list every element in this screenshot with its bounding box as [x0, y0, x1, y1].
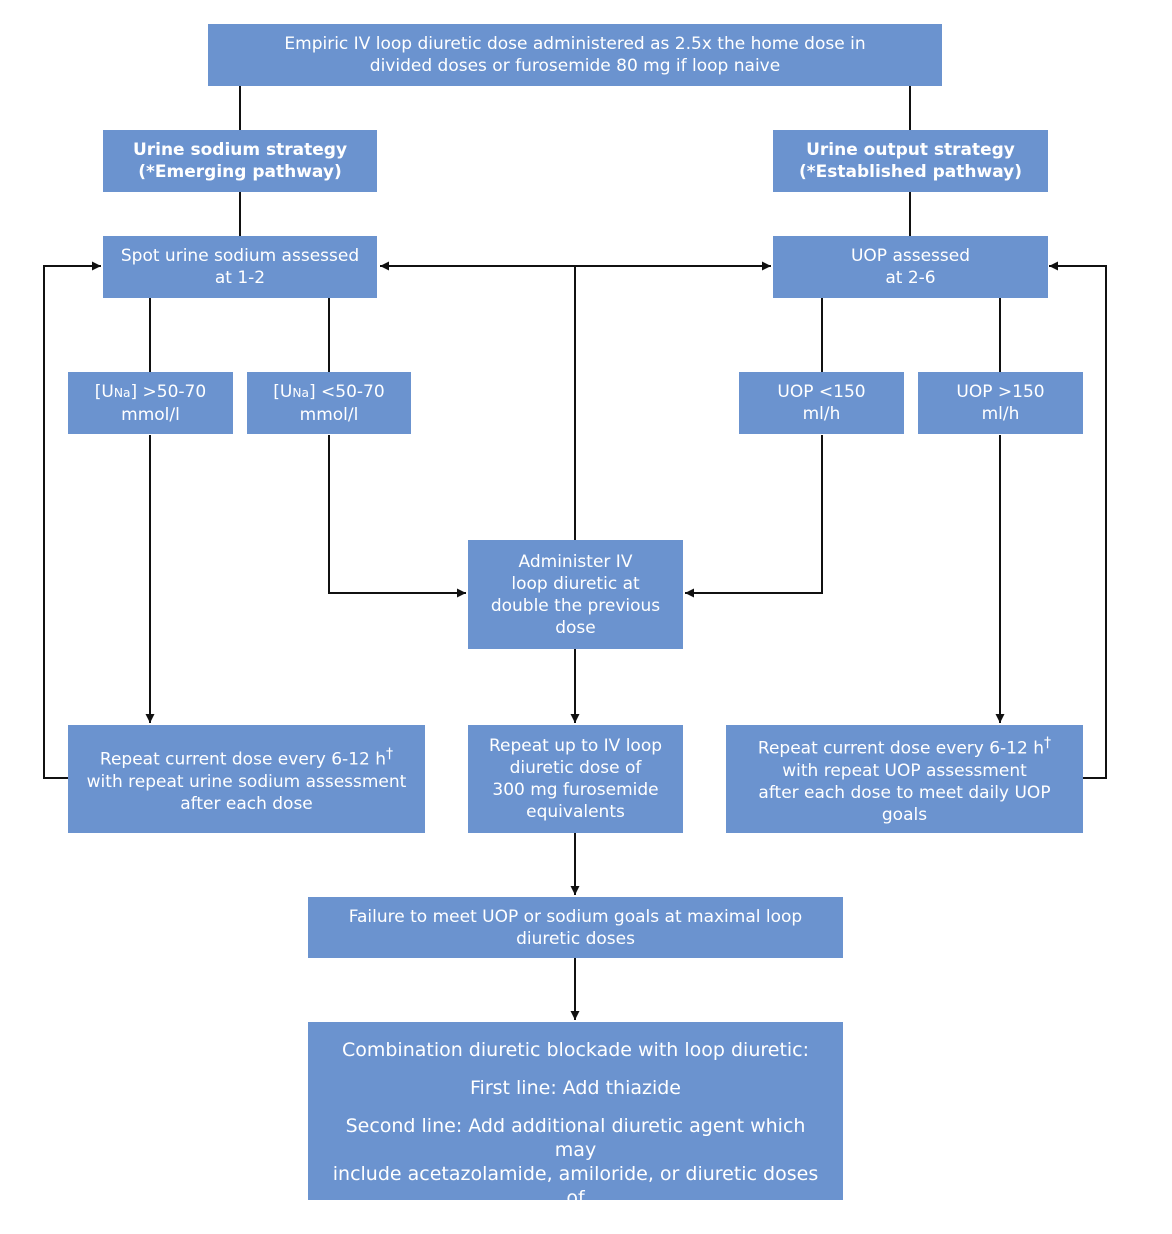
connector-layer	[43, 86, 1107, 1020]
uop-low-box: UOP <150 ml/h	[739, 372, 904, 434]
connector-una-low-to-double	[328, 435, 466, 598]
repeat-sodium-line1: Repeat current dose every 6-12 h†	[100, 743, 393, 771]
double-dose-box: Administer IV loop diuretic at double th…	[468, 540, 683, 649]
repeat-max-line3: 300 mg furosemide	[492, 780, 659, 800]
dagger-footnote-mark: †	[386, 746, 394, 763]
repeat-uop-line3: after each dose to meet daily UOP	[758, 782, 1051, 803]
spot-urine-sodium-box: Spot urine sodium assessed at 1-2	[103, 236, 377, 298]
failure-box: Failure to meet UOP or sodium goals at m…	[308, 897, 843, 958]
flowchart-canvas: Empiric IV loop diuretic dose administer…	[43, 24, 1107, 1233]
repeat-sodium-line2: with repeat urine sodium assessment	[86, 771, 407, 792]
initial-dose-line2: divided doses or furosemide 80 mg if loo…	[369, 56, 781, 76]
second-line-line2: include acetazolamide, amiloride, or diu…	[332, 1163, 819, 1209]
uop-high-box: UOP >150 ml/h	[918, 372, 1083, 434]
connector-uop-feedback	[1049, 261, 1107, 779]
repeat-max-line1: Repeat up to IV loop	[488, 736, 663, 756]
repeat-sodium-line1-text: Repeat current dose every 6-12 h	[99, 749, 386, 770]
double-dose-line1: Administer IV	[518, 551, 633, 572]
urine-output-strategy-subtitle: (*Established pathway)	[798, 162, 1023, 182]
initial-dose-box: Empiric IV loop diuretic dose administer…	[208, 24, 942, 86]
first-line-text: First line: Add thiazide	[470, 1077, 681, 1099]
uop-assessed-line2: at 2-6	[885, 268, 936, 288]
urine-sodium-low-pre: [U	[273, 381, 293, 402]
repeat-sodium-box: Repeat current dose every 6-12 h† with r…	[68, 725, 425, 833]
repeat-sodium-line3: after each dose	[180, 793, 313, 814]
urine-sodium-high-post: ] >50-70	[130, 381, 207, 402]
connector-uop-low-to-double	[685, 435, 823, 598]
urine-sodium-high-line2: mmol/l	[121, 404, 180, 425]
spot-urine-sodium-line2: at 1-2	[214, 268, 266, 288]
repeat-uop-line4: goals	[881, 804, 928, 825]
second-line-line1: Second line: Add additional diuretic age…	[345, 1115, 806, 1161]
second-line-line3: aldosterone antagonists	[460, 1211, 691, 1233]
urine-sodium-low-post: ] <50-70	[309, 381, 385, 402]
urine-sodium-strategy-subtitle: (*Emerging pathway)	[138, 162, 342, 182]
uop-assessed-line1: UOP assessed	[850, 246, 971, 266]
failure-line1: Failure to meet UOP or sodium goals at m…	[348, 906, 803, 927]
repeat-max-line2: diuretic dose of	[509, 758, 642, 778]
urine-sodium-low-line2: mmol/l	[299, 404, 359, 425]
double-dose-line4: dose	[555, 617, 596, 638]
urine-sodium-high-pre: [U	[94, 381, 114, 402]
repeat-uop-line1: Repeat current dose every 6-12 h†	[758, 732, 1051, 760]
uop-high-line2: ml/h	[981, 404, 1020, 424]
failure-line2: diuretic doses	[516, 928, 635, 949]
urine-output-strategy-box: Urine output strategy (*Established path…	[773, 130, 1048, 192]
repeat-max-dose-box: Repeat up to IV loop diuretic dose of 30…	[468, 725, 683, 833]
urine-sodium-strategy-title: Urine sodium strategy	[132, 140, 348, 160]
repeat-uop-box: Repeat current dose every 6-12 h† with r…	[726, 725, 1083, 833]
urine-sodium-high-sub: Na	[113, 385, 131, 400]
combination-blockade-heading: Combination diuretic blockade with loop …	[341, 1039, 810, 1061]
initial-dose-line1: Empiric IV loop diuretic dose administer…	[284, 34, 866, 54]
double-dose-line3: double the previous	[490, 595, 661, 616]
repeat-uop-line1-text: Repeat current dose every 6-12 h	[757, 738, 1044, 759]
urine-sodium-high-box: [UNa] >50-70 mmol/l	[68, 372, 233, 434]
urine-sodium-low-line1: [UNa] <50-70	[273, 381, 384, 404]
uop-assessed-box: UOP assessed at 2-6	[773, 236, 1048, 298]
repeat-max-line4: equivalents	[526, 802, 625, 822]
connector-sodium-feedback	[43, 261, 101, 779]
second-line-text: Second line: Add additional diuretic age…	[326, 1114, 825, 1234]
repeat-uop-line2: with repeat UOP assessment	[782, 760, 1027, 781]
uop-high-line1: UOP >150	[956, 382, 1045, 402]
spot-urine-sodium-line1: Spot urine sodium assessed	[120, 246, 360, 266]
urine-sodium-strategy-box: Urine sodium strategy (*Emerging pathway…	[103, 130, 377, 192]
uop-low-line2: ml/h	[802, 404, 841, 424]
dagger-footnote-mark: †	[1044, 735, 1052, 752]
uop-low-line1: UOP <150	[777, 382, 866, 402]
urine-sodium-high-line1: [UNa] >50-70	[95, 381, 206, 404]
double-dose-line2: loop diuretic at	[511, 573, 640, 594]
combination-blockade-box: Combination diuretic blockade with loop …	[308, 1022, 843, 1233]
urine-output-strategy-title: Urine output strategy	[806, 140, 1015, 160]
urine-sodium-low-box: [UNa] <50-70 mmol/l	[247, 372, 411, 434]
urine-sodium-low-sub: Na	[292, 385, 310, 400]
